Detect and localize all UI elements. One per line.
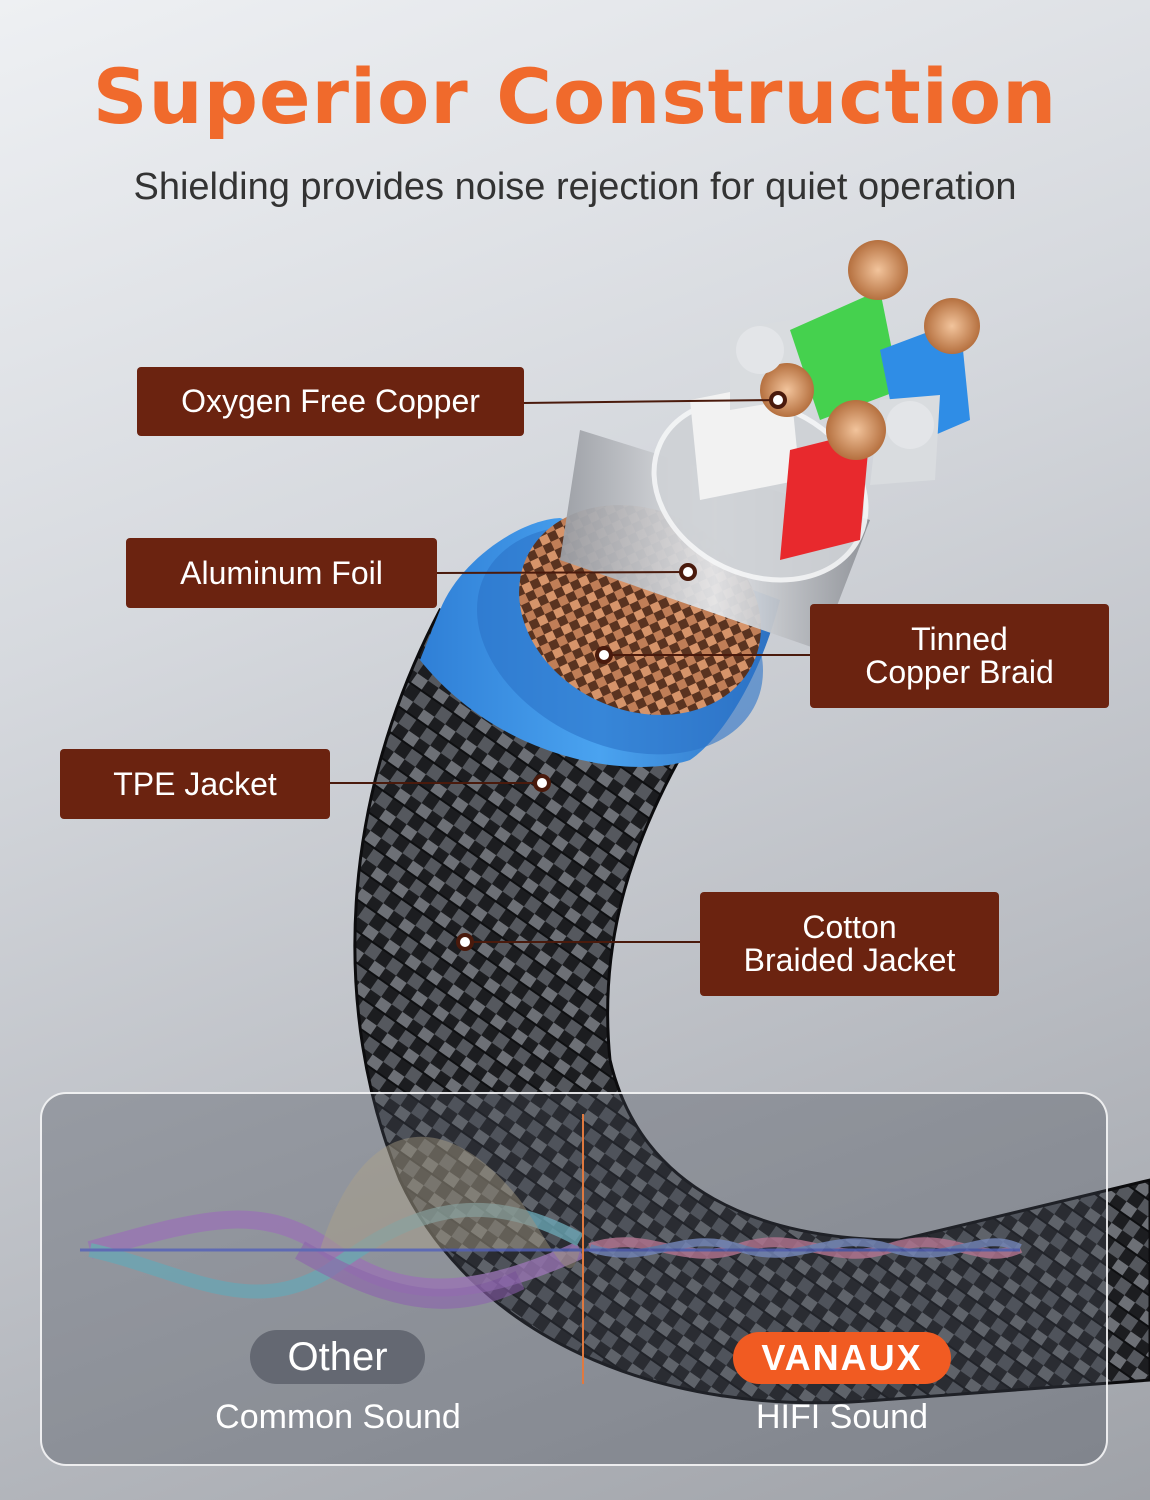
label-braid-line1: Tinned [911,621,1008,657]
brand-badge: VANAUX [733,1332,951,1384]
label-oxygen-free-copper: Oxygen Free Copper [137,367,524,436]
label-cotton-braided-jacket: Cotton Braided Jacket [700,892,999,996]
cotton-braided-jacket [353,607,1150,1405]
sound-comparison-panel [40,1092,1108,1466]
other-badge: Other [250,1330,425,1384]
label-tinned-copper-braid: Tinned Copper Braid [810,604,1109,708]
brand-caption: HIFI Sound [756,1398,928,1436]
label-tpe-jacket-text: TPE Jacket [113,765,277,802]
other-caption: Common Sound [215,1398,461,1436]
inner-conductors [690,240,980,560]
label-aluminum-foil-text: Aluminum Foil [180,554,383,591]
label-braid-line2: Copper Braid [865,654,1054,690]
page-title: Superior Construction [92,52,1058,141]
page-subtitle: Shielding provides noise rejection for q… [133,166,1017,208]
label-tpe-jacket: TPE Jacket [60,749,330,819]
label-cotton-line1: Cotton [802,909,897,945]
label-oxygen-free-copper-text: Oxygen Free Copper [181,383,480,419]
comparison-divider [582,1114,584,1384]
label-aluminum-foil: Aluminum Foil [126,538,437,608]
sound-waves [80,1136,1023,1309]
label-cotton-line2: Braided Jacket [743,942,956,978]
